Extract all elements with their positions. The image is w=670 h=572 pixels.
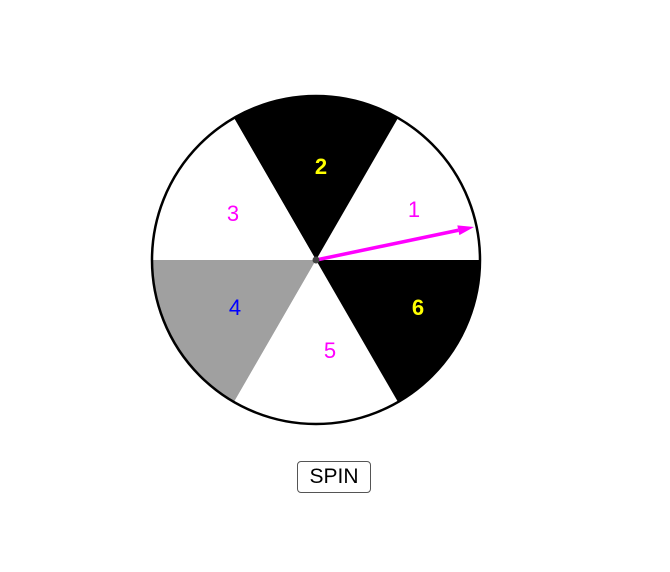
sector-label: 4 <box>229 295 241 320</box>
sector-label: 1 <box>408 197 420 222</box>
sector-4 <box>152 260 316 403</box>
sector-label: 6 <box>412 295 424 320</box>
sector-2 <box>234 96 398 261</box>
sector-3 <box>152 117 316 260</box>
pointer-arrow-icon[interactable] <box>315 225 474 262</box>
wheel-rim <box>150 94 482 426</box>
sector-labels: 1 2 3 4 5 6 <box>227 154 424 363</box>
wheel-sectors <box>152 96 480 425</box>
sector-5 <box>234 260 398 425</box>
sector-label: 5 <box>324 338 336 363</box>
sector-6 <box>316 260 480 403</box>
wheel-hub <box>312 256 320 264</box>
spin-button[interactable]: SPIN <box>297 461 371 493</box>
sector-label: 3 <box>227 201 239 226</box>
sector-label: 2 <box>315 154 327 179</box>
sector-1 <box>316 117 480 260</box>
